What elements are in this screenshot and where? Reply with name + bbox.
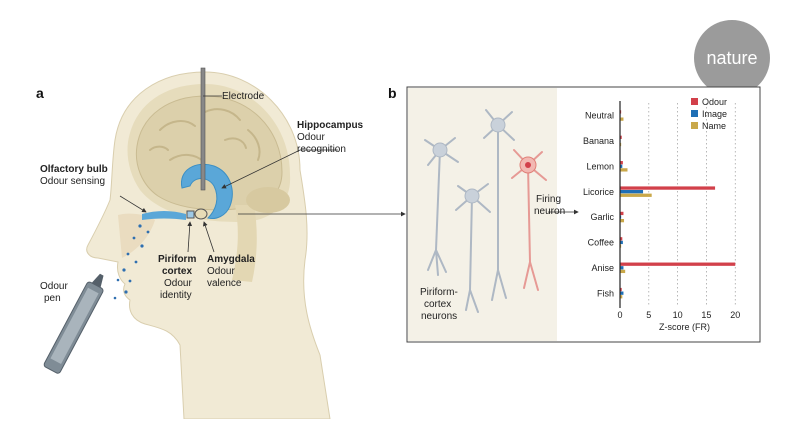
piriform-label-2: cortex [162,266,192,277]
bar-image [620,190,644,194]
legend-label-odour: Odour [702,97,727,107]
bar-name [620,269,626,274]
piriform-label-1: Piriform [158,254,196,265]
bar-image [620,266,624,270]
electrode-label: Electrode [222,91,265,102]
legend-swatch-odour [691,98,698,105]
piriform-desc-2: identity [160,290,192,301]
bar-odour [620,262,736,266]
nasal-cavity [118,213,155,258]
bar-name [620,295,623,299]
bar-image [620,291,624,295]
piriform-cortex-region [186,210,195,219]
category-label: Garlic [590,212,614,222]
firing-label-2: neuron [534,206,565,217]
category-label: Lemon [586,161,614,171]
hippocampus-desc-1: Odour [297,132,325,143]
x-tick-label: 10 [673,310,683,320]
category-label: Banana [583,136,614,146]
odour-pen-label-2: pen [44,293,61,304]
legend-label-image: Image [702,109,727,119]
hippocampus-label: Hippocampus [297,120,364,131]
category-label: Neutral [585,111,614,121]
firing-label-1: Firing [536,194,561,205]
amygdala [194,208,208,220]
hippocampus [180,163,233,219]
nature-logo: nature [694,20,770,96]
x-tick-label: 20 [730,310,740,320]
bar-image [620,240,623,245]
firing-neuron [511,149,547,291]
bar-odour [620,186,716,190]
panel-a-letter: a [36,85,44,101]
brainstem [232,205,257,282]
hippocampus-desc-2: recognition [297,144,346,155]
legend-label-name: Name [702,121,726,131]
zscore-bar-chart: NeutralBananaLemonLicoriceGarlicCoffeeAn… [583,97,740,332]
neuron-soma [490,117,506,133]
odour-pen-label-1: Odour [40,281,68,292]
x-tick-label: 15 [701,310,711,320]
odour-particles [113,224,150,300]
bar-name [620,117,624,121]
brain-folds [149,108,261,163]
piriform-desc-1: Odour [164,278,192,289]
bar-name [620,218,625,223]
category-label: Fish [597,288,614,298]
electrode [200,67,206,191]
olfactory-bulb-label: Olfactory bulb [40,164,108,175]
amygdala-desc-1: Odour [207,266,235,277]
bar-name [620,168,628,172]
category-label: Coffee [588,238,614,248]
category-label: Licorice [583,187,614,197]
bar-odour [620,287,622,292]
piriform-neurons-label-1: Piriform- [420,287,458,298]
cerebellum [246,187,290,213]
nature-logo-text: nature [706,48,757,68]
grey-somas [432,117,506,204]
bar-odour [620,211,624,216]
x-axis-label: Z-score (FR) [659,322,710,332]
panel-a-leaders [119,95,406,253]
legend-swatch-name [691,122,698,129]
bar-odour [620,161,623,165]
amygdala-label: Amygdala [207,254,255,265]
head-illustration [43,67,331,420]
category-label: Anise [591,263,614,273]
grey-neurons [424,109,515,313]
piriform-neurons-label-2: cortex [424,299,451,310]
bar-name [620,193,652,197]
panel-b-letter: b [388,85,397,101]
legend-swatch-image [691,110,698,117]
amygdala-desc-2: valence [207,278,242,289]
x-tick-label: 5 [646,310,651,320]
neuron-soma [464,188,480,204]
bar-image [620,164,623,168]
olfactory-bulb [142,211,186,220]
neuron-soma [432,142,448,158]
bar-odour [620,237,623,241]
x-tick-label: 0 [617,310,622,320]
piriform-neurons-label-3: neurons [421,311,457,322]
odour-pen [43,273,104,374]
neuron-background [408,88,557,341]
bar-odour [620,135,622,139]
olfactory-bulb-desc: Odour sensing [40,176,105,187]
